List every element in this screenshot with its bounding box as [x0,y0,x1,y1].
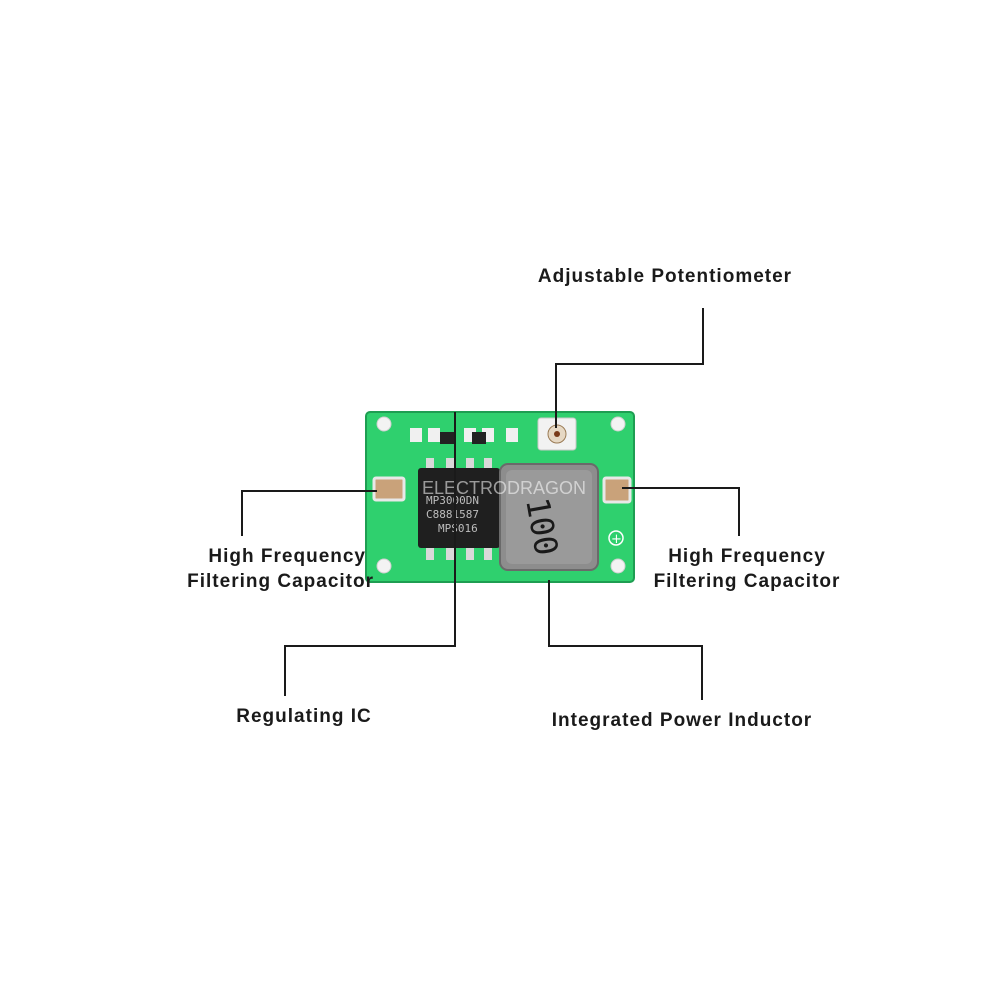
ic-marking-line3: MPS016 [438,522,478,535]
right-capacitor [602,476,632,504]
smd-resistor [472,432,486,444]
ic-leg [466,548,474,560]
ic-leg [426,548,434,560]
inductor-top [506,470,592,564]
label-cap-right-line2: Filtering Capacitor [653,571,841,592]
label-cap-left-line2: Filtering Capacitor [187,571,374,592]
potentiometer-center [554,431,560,437]
leader-lines [241,308,740,700]
label-potentiometer: Adjustable Potentiometer [537,266,793,287]
smd-pad [410,428,422,442]
leader-cap-right [622,487,740,536]
plus-sign: + [611,532,622,547]
label-cap-left-line1: High Frequency [208,546,366,567]
pcb-board: MP3000DN C8881587 MPS016 100 ELECTRODRAG… [365,411,635,583]
ic-leg [484,548,492,560]
leader-potentiometer [555,308,704,428]
ic-leg [466,458,474,468]
mounting-hole-top-right [610,416,626,432]
leader-inductor [548,580,703,700]
label-regulating-ic: Regulating IC [236,706,372,727]
leader-regulating-ic [284,412,456,696]
ic-leg [426,458,434,468]
ic-marking-line1: MP3000DN [426,494,479,507]
smd-resistor [440,432,454,444]
ic-leg [446,548,454,560]
ic-leg [446,458,454,468]
label-inductor: Integrated Power Inductor [551,710,813,731]
leader-cap-left [241,490,377,536]
mounting-hole-bottom-left [376,558,392,574]
plus-marking [608,530,624,546]
smd-pad [428,428,440,442]
ic-leg [484,458,492,468]
ic-marking-line2: C8881587 [426,508,479,521]
smd-pad [506,428,518,442]
label-cap-right-line1: High Frequency [668,546,826,567]
left-capacitor [372,476,406,502]
mounting-hole-bottom-right [610,558,626,574]
regulating-ic-chip [418,468,500,548]
watermark: ELECTRODRAGON [422,478,586,498]
mounting-hole-top-left [376,416,392,432]
